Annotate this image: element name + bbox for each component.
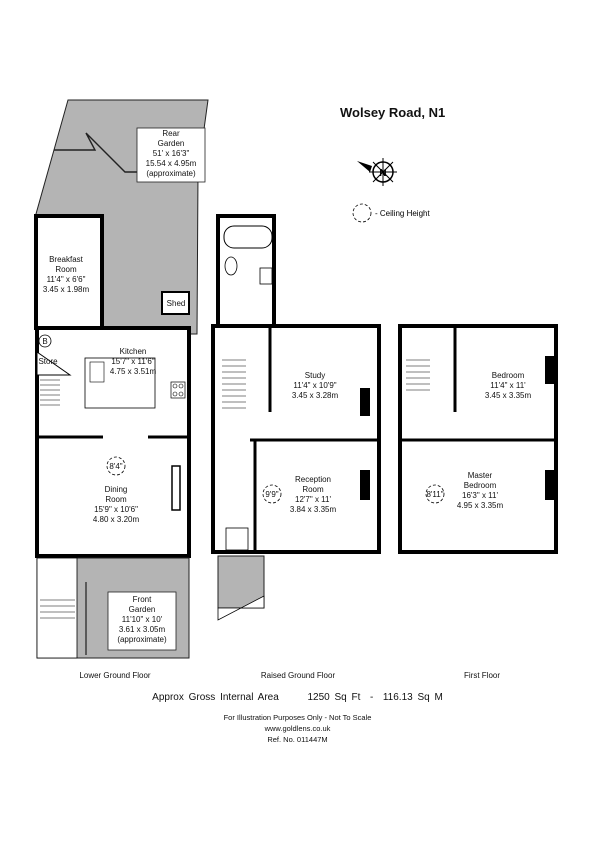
store-label: Store bbox=[38, 357, 58, 366]
reference-number: Ref. No. 011447M bbox=[267, 735, 328, 744]
svg-text:Rear: Rear bbox=[162, 129, 180, 138]
ceiling-height-legend: - Ceiling Height bbox=[375, 209, 430, 218]
compass-icon: N bbox=[357, 158, 397, 186]
area-label: Approx Gross Internal Area bbox=[152, 692, 279, 703]
svg-text:(approximate): (approximate) bbox=[146, 169, 196, 178]
raised-ceiling-height: 9'9" bbox=[265, 490, 278, 499]
lower-ceiling-height: 8'4" bbox=[109, 462, 122, 471]
svg-text:51' x 16'3": 51' x 16'3" bbox=[153, 149, 190, 158]
area-sqm: 116.13 Sq M bbox=[382, 692, 443, 703]
svg-text:16'3" x 11': 16'3" x 11' bbox=[462, 491, 498, 500]
raised-ground-floor bbox=[211, 214, 381, 621]
reception-room-label: Reception Room 12'7" x 11' 3.84 x 3.35m bbox=[290, 475, 337, 514]
boiler-icon bbox=[38, 334, 52, 348]
svg-text:Bedroom: Bedroom bbox=[492, 371, 525, 380]
svg-text:Room: Room bbox=[302, 485, 324, 494]
first-ceiling-height: 8'11" bbox=[426, 490, 443, 499]
front-garden-label: Front Garden 11'10" x 10' 3.61 x 3.05m (… bbox=[117, 595, 167, 644]
lower-ground-floor bbox=[34, 99, 209, 659]
lower-ground-floor-label: Lower Ground Floor bbox=[79, 671, 150, 680]
svg-text:Master: Master bbox=[468, 471, 493, 480]
svg-text:Room: Room bbox=[105, 495, 127, 504]
raised-ground-floor-label: Raised Ground Floor bbox=[261, 671, 336, 680]
area-sqft: 1250 Sq Ft bbox=[307, 692, 361, 703]
svg-text:11'10" x 10': 11'10" x 10' bbox=[122, 615, 163, 624]
svg-text:4.75 x 3.51m: 4.75 x 3.51m bbox=[110, 367, 157, 376]
boiler-label: B bbox=[42, 337, 47, 346]
svg-text:Room: Room bbox=[55, 265, 77, 274]
dining-room-label: Dining Room 15'9" x 10'6" 4.80 x 3.20m bbox=[93, 485, 140, 524]
svg-text:11'4" x 6'6": 11'4" x 6'6" bbox=[47, 275, 86, 284]
svg-text:12'7" x 11': 12'7" x 11' bbox=[295, 495, 331, 504]
website: www.goldlens.co.uk bbox=[264, 724, 331, 733]
svg-text:11'4" x 11': 11'4" x 11' bbox=[490, 381, 526, 390]
rear-garden-label: Rear Garden 51' x 16'3" 15.54 x 4.95m (a… bbox=[146, 129, 197, 178]
bedroom-label: Bedroom 11'4" x 11' 3.45 x 3.35m bbox=[485, 371, 532, 400]
svg-text:Breakfast: Breakfast bbox=[49, 255, 84, 264]
svg-text:3.84 x 3.35m: 3.84 x 3.35m bbox=[290, 505, 337, 514]
svg-text:Garden: Garden bbox=[129, 605, 156, 614]
compass-letter: N bbox=[379, 168, 386, 179]
property-title: Wolsey Road, N1 bbox=[340, 105, 445, 120]
svg-text:4.80 x 3.20m: 4.80 x 3.20m bbox=[93, 515, 140, 524]
svg-text:15.54 x 4.95m: 15.54 x 4.95m bbox=[146, 159, 197, 168]
svg-text:Kitchen: Kitchen bbox=[120, 347, 147, 356]
svg-text:Study: Study bbox=[305, 371, 325, 380]
svg-text:11'4" x 10'9": 11'4" x 10'9" bbox=[293, 381, 336, 390]
svg-text:15'7" x 11'6": 15'7" x 11'6" bbox=[111, 357, 154, 366]
svg-text:3.45 x 3.35m: 3.45 x 3.35m bbox=[485, 391, 532, 400]
breakfast-room-label: Breakfast Room 11'4" x 6'6" 3.45 x 1.98m bbox=[43, 255, 90, 294]
master-bedroom-label: Master Bedroom 16'3" x 11' 4.95 x 3.35m bbox=[457, 471, 504, 510]
kitchen-label: Kitchen 15'7" x 11'6" 4.75 x 3.51m bbox=[110, 347, 157, 376]
svg-text:Garden: Garden bbox=[158, 139, 185, 148]
svg-text:Dining: Dining bbox=[105, 485, 128, 494]
first-floor-label: First Floor bbox=[464, 671, 500, 680]
svg-text:3.61 x 3.05m: 3.61 x 3.05m bbox=[119, 625, 166, 634]
svg-text:Reception: Reception bbox=[295, 475, 331, 484]
svg-text:15'9" x 10'6": 15'9" x 10'6" bbox=[94, 505, 138, 514]
area-summary: Approx Gross Internal Area 1250 Sq Ft - … bbox=[152, 692, 443, 703]
ceiling-height-legend-icon bbox=[352, 203, 372, 223]
svg-text:3.45 x 1.98m: 3.45 x 1.98m bbox=[43, 285, 90, 294]
svg-text:3.45 x 3.28m: 3.45 x 3.28m bbox=[292, 391, 339, 400]
study-label: Study 11'4" x 10'9" 3.45 x 3.28m bbox=[292, 371, 339, 400]
shed-label: Shed bbox=[167, 299, 186, 308]
svg-text:(approximate): (approximate) bbox=[117, 635, 167, 644]
first-floor bbox=[398, 324, 558, 554]
disclaimer: For Illustration Purposes Only - Not To … bbox=[223, 713, 372, 722]
svg-text:Front: Front bbox=[133, 595, 152, 604]
svg-text:Bedroom: Bedroom bbox=[464, 481, 497, 490]
svg-text:4.95 x 3.35m: 4.95 x 3.35m bbox=[457, 501, 504, 510]
